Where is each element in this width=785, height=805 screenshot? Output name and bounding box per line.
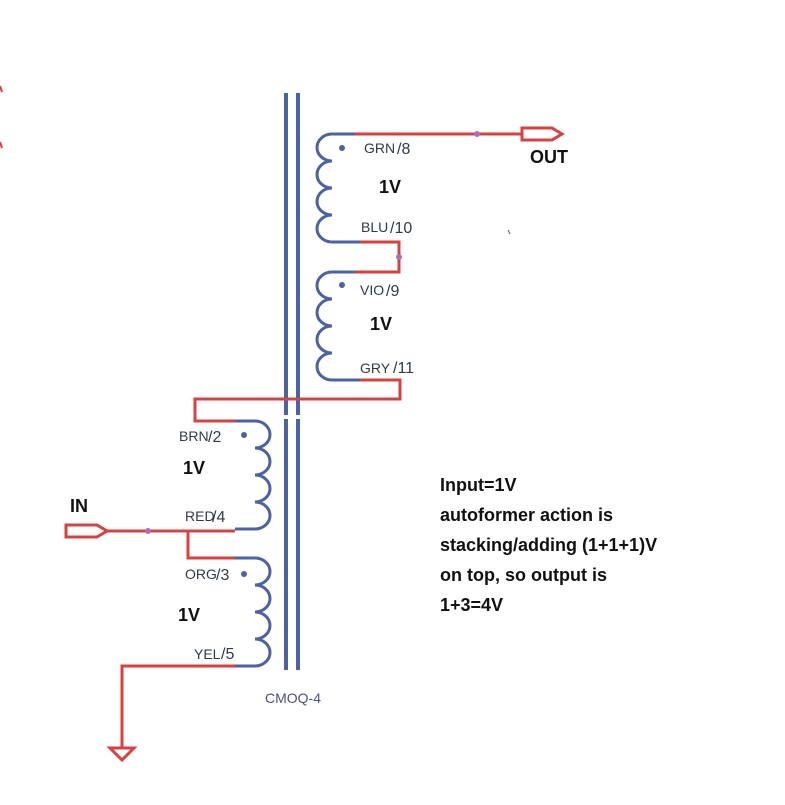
wiring: [107, 132, 522, 748]
winding-coil: [235, 556, 272, 668]
winding-coil: [235, 419, 272, 531]
polarity-dot: [339, 145, 345, 151]
wire-tap-link: [193, 378, 402, 423]
pin-label-org: ORG: [185, 566, 217, 582]
voltage-primary-b: 1V: [178, 605, 200, 625]
junction-dot: [145, 528, 151, 534]
pin-number-3: /3: [216, 567, 229, 584]
in-terminal-icon: [64, 523, 110, 539]
transformer-core: [284, 93, 300, 670]
junction-dot: [396, 254, 402, 260]
pin-number-4: /4: [212, 509, 225, 526]
stray-mark-top: [0, 85, 3, 93]
pin-number-9: /9: [386, 283, 399, 300]
pin-label-vio: VIO: [360, 282, 384, 298]
pin-label-yel: YEL: [194, 646, 221, 662]
winding-coil: [315, 270, 360, 382]
note-line: Input=1V: [440, 475, 517, 495]
voltage-secondary-a: 1V: [379, 177, 401, 197]
wire-ground: [120, 664, 235, 748]
wire-primary-link: [186, 531, 235, 560]
note-line: 1+3=4V: [440, 595, 503, 615]
explanation-note: Input=1V autoformer action is stacking/a…: [440, 475, 657, 615]
winding-coil: [315, 132, 360, 244]
wire-secondary-link: [355, 240, 401, 274]
in-terminal-label: IN: [70, 496, 88, 516]
ground-icon: [106, 746, 138, 763]
pin-number-10: /10: [390, 220, 412, 237]
note-line: autoformer action is: [440, 505, 613, 525]
junction-dot: [474, 131, 480, 137]
pin-label-blu: BLU: [361, 219, 388, 235]
pin-label-brn: BRN: [179, 428, 209, 444]
core-part-label: CMOQ-4: [265, 690, 321, 706]
polarity-dot: [241, 571, 247, 577]
stray-mark-bottom: [0, 141, 3, 149]
out-terminal-icon: [520, 126, 565, 142]
pin-number-11: /11: [393, 360, 414, 377]
pin-label-gry: GRY: [360, 360, 391, 376]
pin-number-2: /2: [208, 429, 221, 446]
note-line: on top, so output is: [440, 565, 607, 585]
stray-mark-right: [507, 229, 511, 235]
winding-secondary-b: [315, 270, 360, 382]
voltage-primary-a: 1V: [183, 458, 205, 478]
note-line: stacking/adding (1+1+1)V: [440, 535, 657, 555]
polarity-dot: [339, 282, 345, 288]
pin-number-8: /8: [397, 141, 410, 158]
pin-label-red: RED: [185, 508, 215, 524]
out-terminal-label: OUT: [530, 147, 568, 167]
winding-primary-b: [235, 556, 272, 668]
pin-label-grn: GRN: [364, 140, 395, 156]
voltage-secondary-b: 1V: [370, 314, 392, 334]
polarity-dot: [241, 432, 247, 438]
winding-secondary-a: [315, 132, 360, 244]
winding-primary-a: [235, 419, 272, 531]
pin-number-5: /5: [221, 646, 234, 663]
